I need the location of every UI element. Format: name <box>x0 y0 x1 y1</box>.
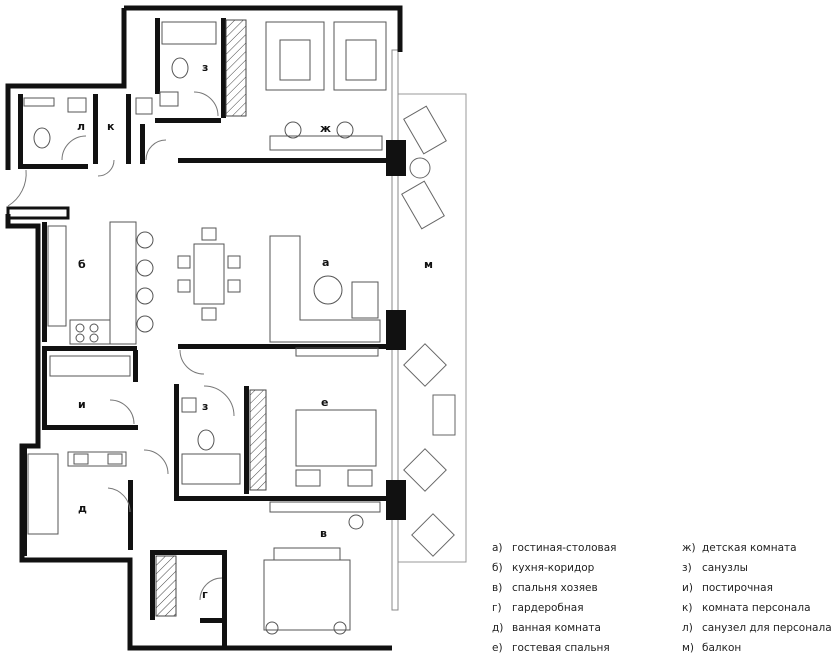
room-label-zh: ж <box>320 122 331 135</box>
legend-item: ж)детская комната <box>682 542 797 554</box>
legend-item: к)комната персонала <box>682 602 811 614</box>
fixtures <box>23 19 387 635</box>
room-label-m: м <box>424 258 433 271</box>
room-label-v: в <box>320 527 327 540</box>
room-label-a: а <box>322 256 329 269</box>
room-label-z2: з <box>202 400 208 413</box>
legend-item: л)санузел для персонала <box>682 622 832 634</box>
legend-item: д)ванная комната <box>492 622 601 634</box>
room-labels: а б в г д е ж з з и к л м <box>77 61 433 601</box>
room-label-e: е <box>321 396 328 409</box>
legend-item: г)гардеробная <box>492 602 584 614</box>
legend-item: б)кухня-коридор <box>492 562 595 574</box>
room-label-z1: з <box>202 61 208 74</box>
legend-item: з)санузлы <box>682 562 748 574</box>
legend-item: м)балкон <box>682 642 742 654</box>
legend-item: е)гостевая спальня <box>492 642 610 654</box>
legend: а)гостиная-столовая ж)детская комната б)… <box>492 538 832 658</box>
room-label-d: д <box>78 502 87 515</box>
room-label-b: б <box>78 258 86 271</box>
room-label-k: к <box>107 120 115 133</box>
room-label-g: г <box>202 588 208 601</box>
legend-item: в)спальня хозяев <box>492 582 598 594</box>
door-swings <box>7 91 235 601</box>
room-label-i: и <box>78 398 86 411</box>
room-label-l: л <box>77 120 85 133</box>
legend-item: а)гостиная-столовая <box>492 542 617 554</box>
legend-item: и)постирочная <box>682 582 773 594</box>
interior-walls <box>6 18 406 646</box>
